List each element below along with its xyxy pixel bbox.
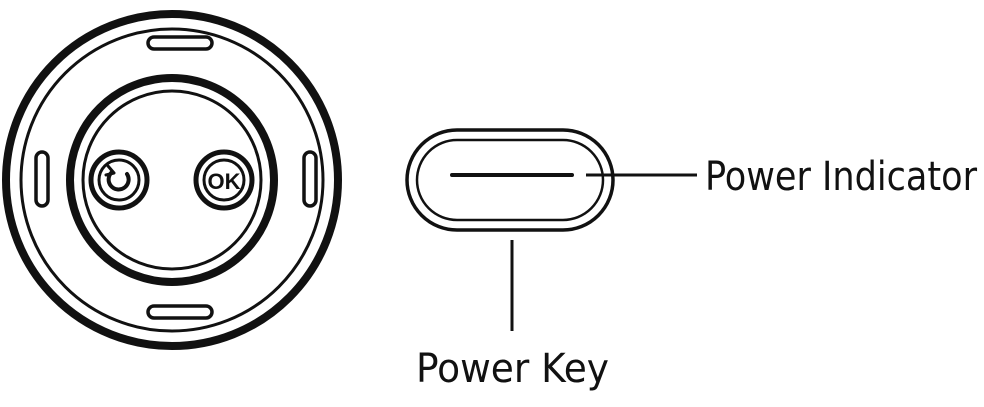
right-mark: [302, 150, 318, 208]
ok-label: OK: [208, 169, 241, 194]
navigation-ring: [2, 10, 342, 350]
return-arrow-icon: [106, 170, 131, 192]
inner-disc-edge: [66, 74, 278, 286]
inner-disc-inner-edge: [81, 89, 263, 271]
outer-ring-edge: [2, 10, 342, 350]
outer-ring-inner-edge: [19, 27, 325, 333]
up-mark: [146, 35, 214, 51]
ok-button: [193, 149, 255, 211]
power-key-inner: [415, 138, 605, 222]
power-key-outer: [405, 128, 615, 232]
down-mark: [146, 304, 214, 320]
back-button: [88, 149, 150, 211]
power-key-label: Power Key: [416, 346, 609, 392]
power-key: [405, 128, 615, 232]
power-indicator-label: Power Indicator: [705, 154, 977, 200]
left-mark: [34, 150, 50, 208]
